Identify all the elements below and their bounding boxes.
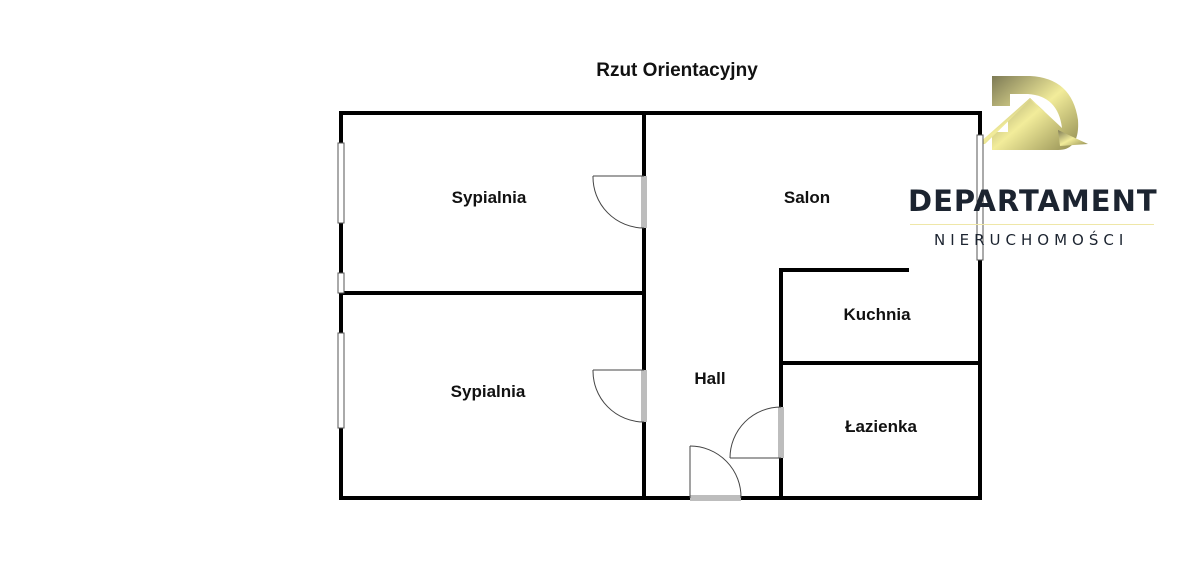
door-bedroom2 bbox=[592, 369, 647, 423]
door-bathroom bbox=[729, 406, 784, 459]
room-label-hall: Hall bbox=[694, 369, 726, 388]
logo-subtitle: NIERUCHOMOŚCI bbox=[934, 231, 1129, 249]
room-label-bedroom2: Sypialnia bbox=[450, 382, 526, 401]
door-bedroom1 bbox=[592, 175, 647, 229]
logo-emblem-icon bbox=[978, 76, 1088, 150]
room-label-bedroom1: Sypialnia bbox=[451, 188, 527, 207]
windows bbox=[337, 134, 984, 429]
plan-title: Rzut Orientacyjny bbox=[596, 60, 758, 81]
room-label-living: Salon bbox=[783, 188, 831, 207]
doors bbox=[592, 175, 784, 501]
walls bbox=[339, 111, 982, 500]
logo-divider bbox=[910, 224, 1154, 225]
door-entrance bbox=[689, 445, 742, 501]
room-label-kitchen: Kuchnia bbox=[843, 305, 911, 324]
logo-name: DEPARTAMENT bbox=[908, 184, 1158, 218]
room-label-bathroom: Łazienka bbox=[845, 417, 917, 436]
